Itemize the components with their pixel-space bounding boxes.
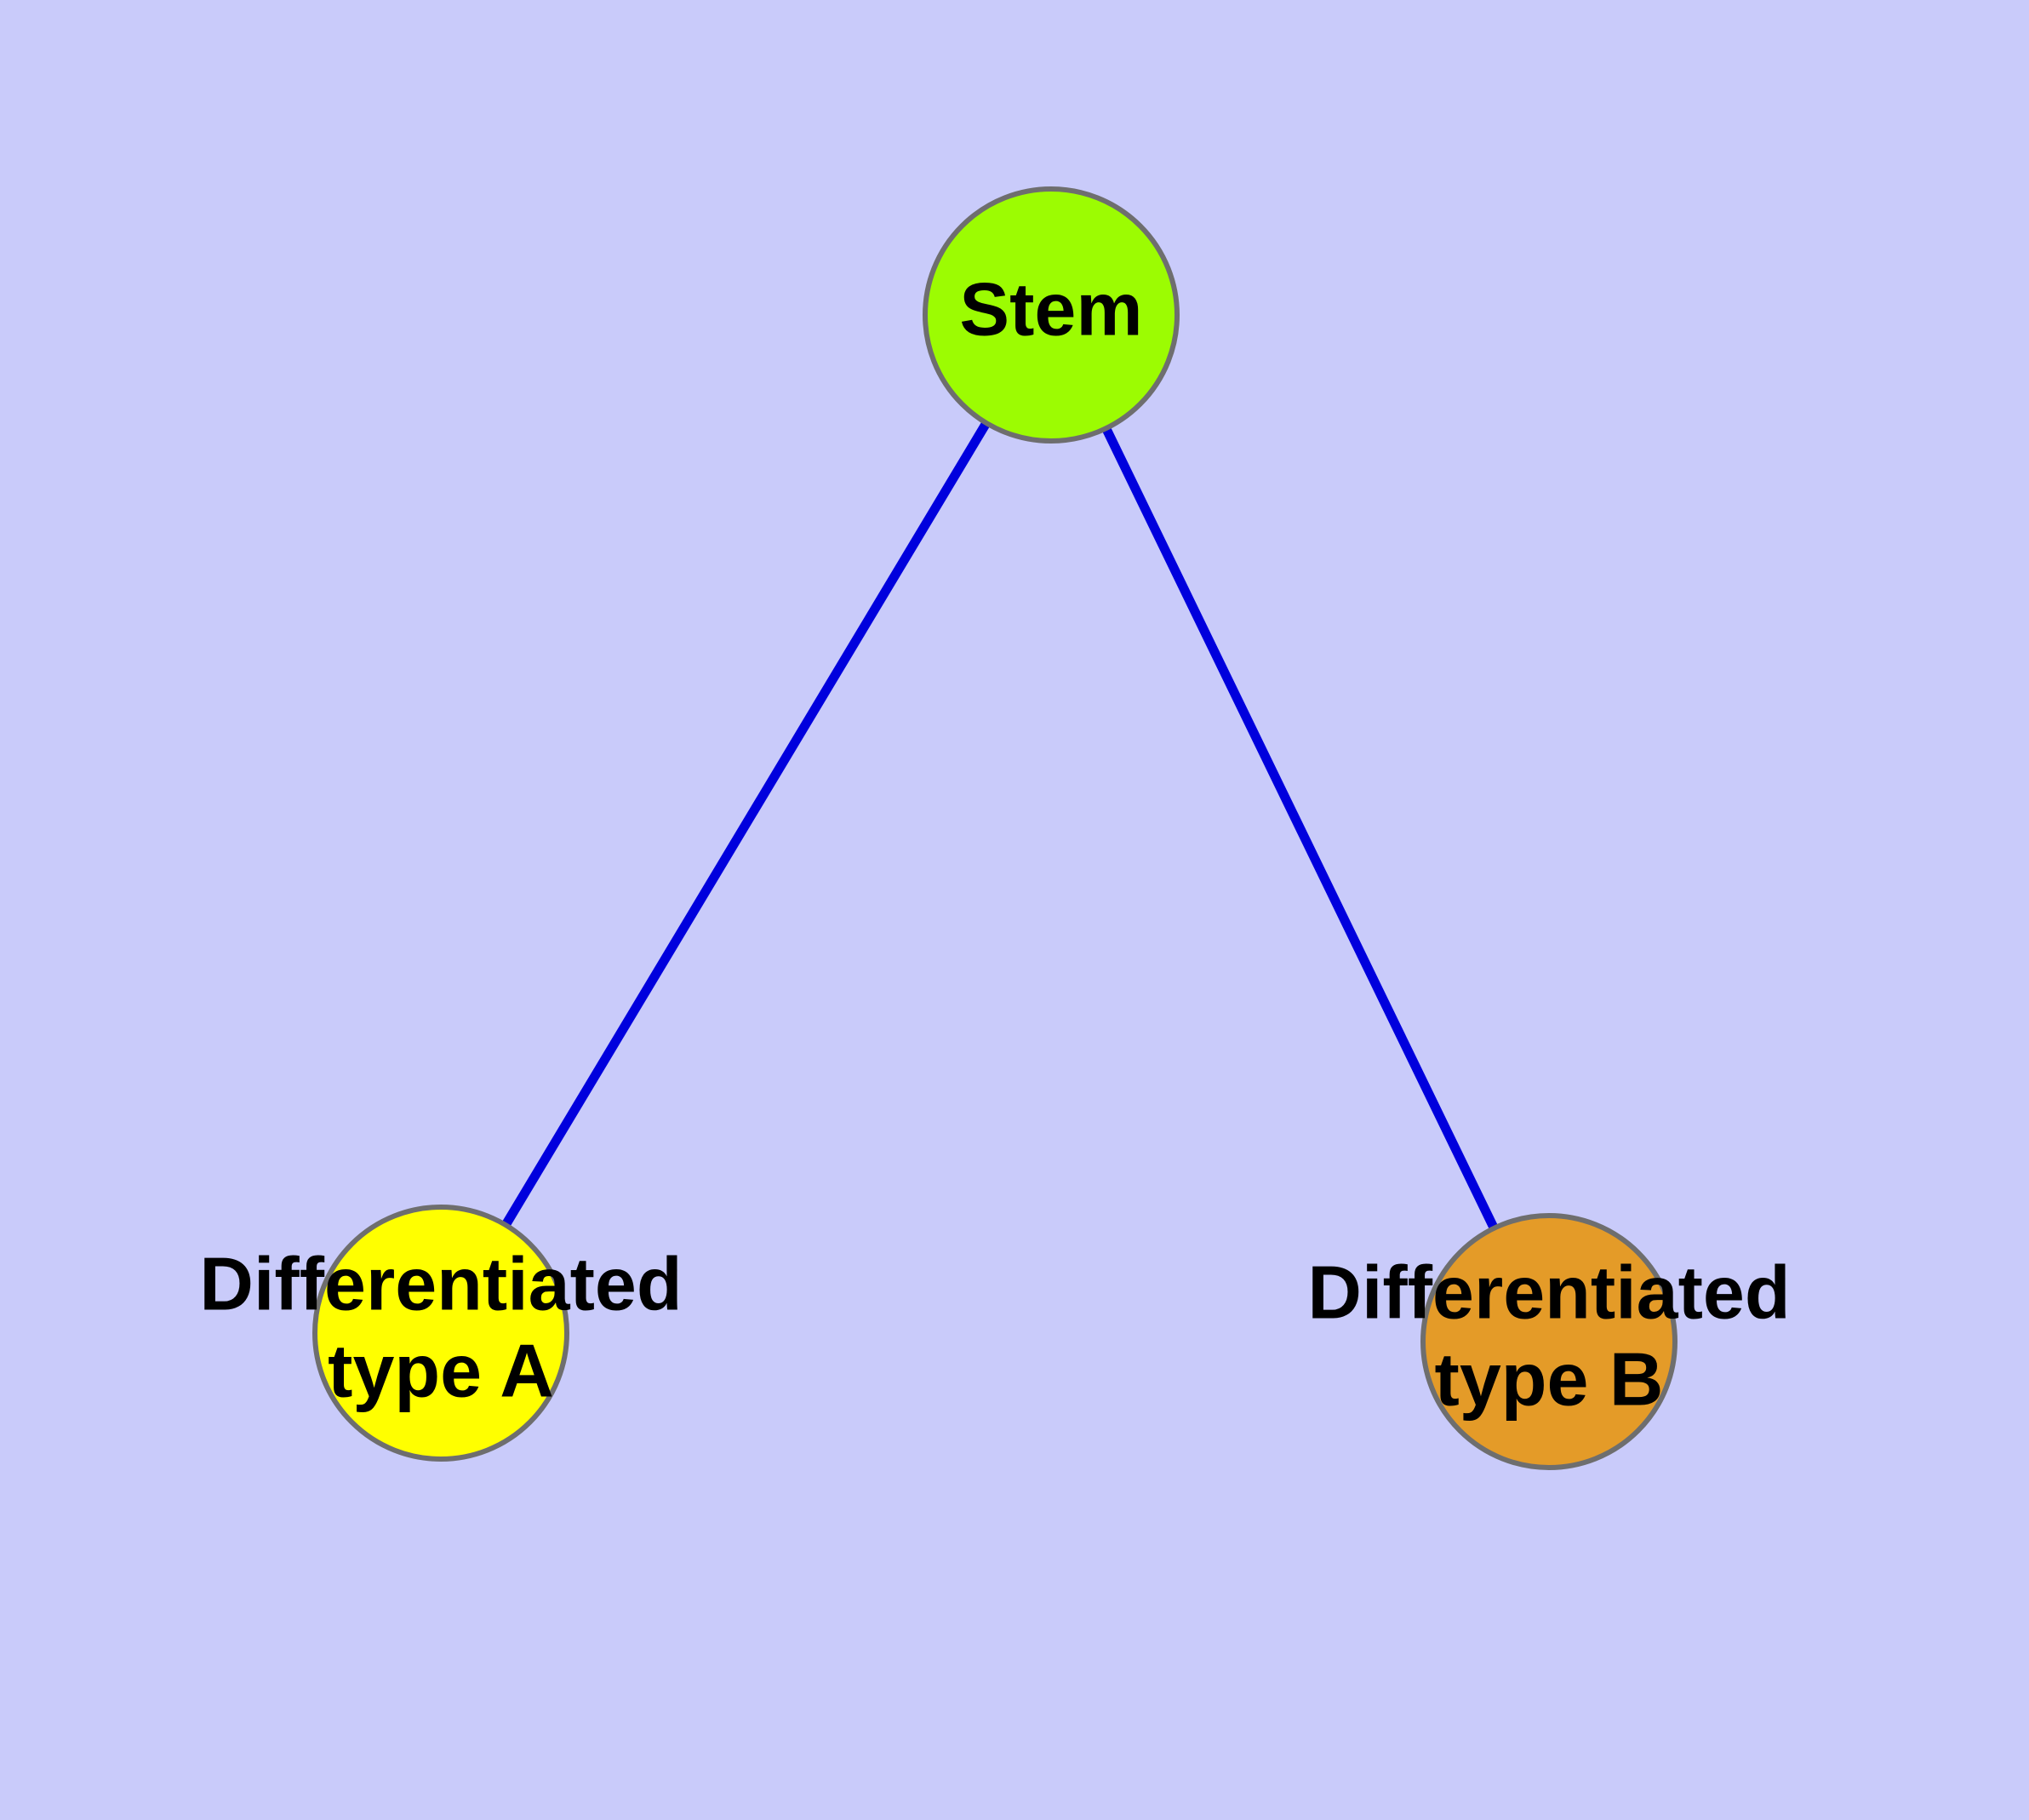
node-circle-diff_a[interactable]	[312, 1205, 569, 1462]
node-label-line-diff_a-1: type A	[328, 1328, 554, 1412]
graph-edge-stem-to-diff-b[interactable]	[1100, 423, 1500, 1233]
graph-node-stem[interactable]	[923, 186, 1180, 444]
node-label-line-diff_b-0: Differentiated	[1307, 1250, 1790, 1334]
node-label-line-diff_a-0: Differentiated	[199, 1241, 682, 1325]
edges-layer	[500, 417, 1500, 1233]
node-circle-stem[interactable]	[923, 186, 1180, 444]
graph-node-diff_b[interactable]	[1420, 1213, 1677, 1470]
node-label-stem: Stem	[959, 266, 1142, 351]
graph-node-diff_a[interactable]	[312, 1205, 569, 1462]
node-circle-diff_b[interactable]	[1420, 1213, 1677, 1470]
node-label-line-diff_b-1: type B	[1435, 1336, 1664, 1421]
graph-edge-stem-to-diff-a[interactable]	[500, 417, 992, 1231]
node-label-line-stem-0: Stem	[959, 266, 1142, 351]
